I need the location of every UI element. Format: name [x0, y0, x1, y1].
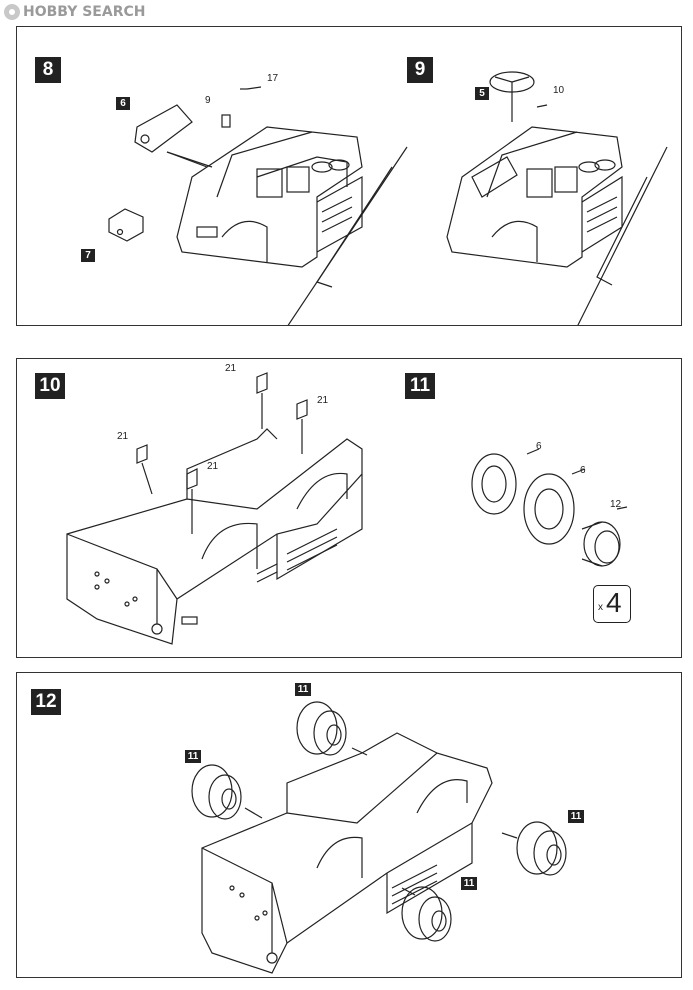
chassis-and-wheel-drawings	[66, 372, 628, 645]
step-12-badge: 12	[31, 689, 61, 715]
part-12-label: 12	[610, 499, 622, 510]
chassis-wheel-assembly-drawing	[191, 701, 567, 974]
panel-steps-8-9: 8 9 6 7 9 17 5 10	[16, 26, 682, 326]
hobbysearch-logo-icon	[4, 4, 20, 20]
cab-interior-drawings	[108, 71, 668, 325]
step-11-badge: 11	[405, 373, 435, 399]
quantity-x: x	[598, 602, 603, 613]
quantity-x4-badge: x 4	[593, 585, 631, 623]
panel-steps-10-11: 10 11 21 21 21 21 6 6 12 x 4	[16, 358, 682, 658]
part-21-label-c: 21	[117, 431, 129, 442]
part-11-tag-d: 11	[461, 877, 477, 890]
step-8-badge: 8	[35, 57, 61, 83]
part-11-tag-a: 11	[295, 683, 311, 696]
step-10-badge: 10	[35, 373, 65, 399]
panel-step-12: 12 11 11 11 11	[16, 672, 682, 978]
part-21-label-b: 21	[317, 395, 329, 406]
hobbysearch-watermark: HOBBY SEARCH	[4, 4, 145, 20]
part-9-label: 9	[205, 95, 211, 106]
part-11-tag-c: 11	[568, 810, 584, 823]
part-21-label-d: 21	[207, 461, 219, 472]
quantity-number: 4	[606, 587, 622, 618]
part-7-tag: 7	[81, 249, 95, 262]
part-6-label-b: 6	[580, 465, 586, 476]
part-10-label: 10	[553, 85, 565, 96]
part-5-tag: 5	[475, 87, 489, 100]
part-21-label-a: 21	[225, 363, 237, 374]
watermark-text: HOBBY SEARCH	[23, 4, 146, 20]
part-6-tag: 6	[116, 97, 130, 110]
part-17-label: 17	[267, 73, 279, 84]
step-9-badge: 9	[407, 57, 433, 83]
part-6-label-a: 6	[536, 441, 542, 452]
part-11-tag-b: 11	[185, 750, 201, 763]
